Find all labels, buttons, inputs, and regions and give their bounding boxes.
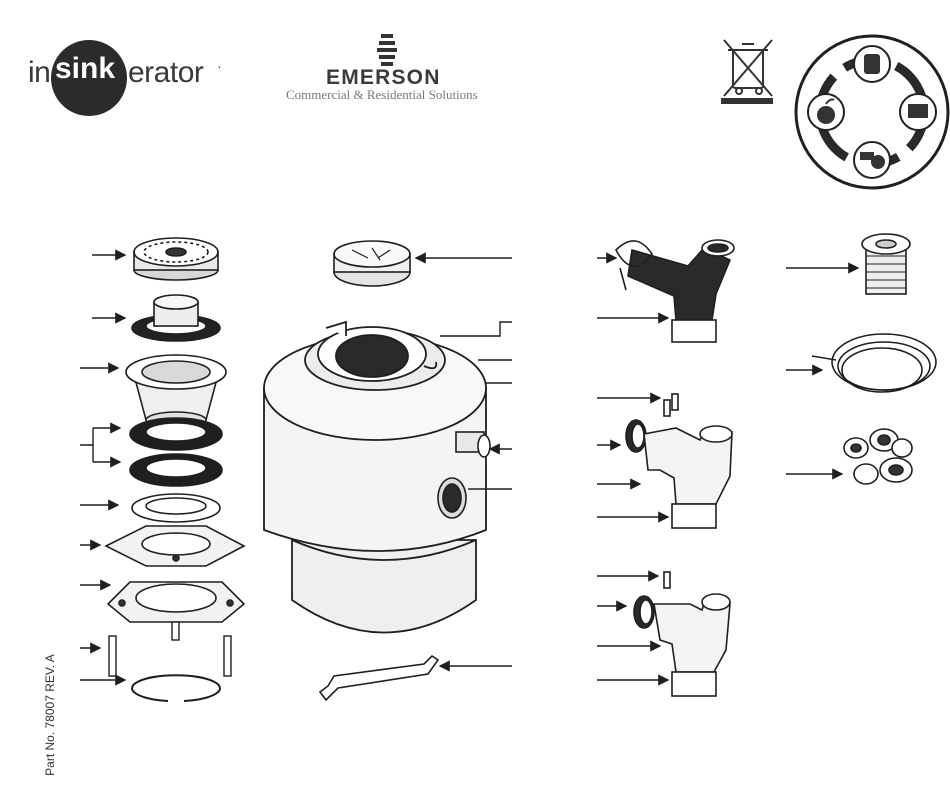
lower-mounting-ring [108,582,244,622]
hose-coil [812,334,936,392]
mounting-screws [109,622,231,676]
splash-guard [334,241,410,286]
mounting-ring [106,526,244,566]
rubber-gasket-top [130,418,222,450]
weee-bin-icon [722,40,772,103]
sink-stopper-plug [862,234,910,294]
sink-flange [126,355,226,428]
recycle-cycle-icon [796,36,948,188]
hex-wrench [320,656,438,700]
fiber-gasket [132,295,220,341]
rubber-gasket-bottom [130,454,222,486]
gasket-bracket [80,428,93,462]
backup-ring [132,494,220,522]
wye-fitting-flanged [626,394,732,528]
stopper-strainer [134,238,218,280]
rubber-washers [844,429,912,484]
discharge-outlet [438,478,466,518]
wye-fitting-lower [634,572,730,696]
snap-ring [132,675,220,701]
y-fitting-with-clamp [616,240,734,342]
part-number: Part No. 78007 REV. A [43,645,57,785]
left-callout-arrows [80,255,125,680]
